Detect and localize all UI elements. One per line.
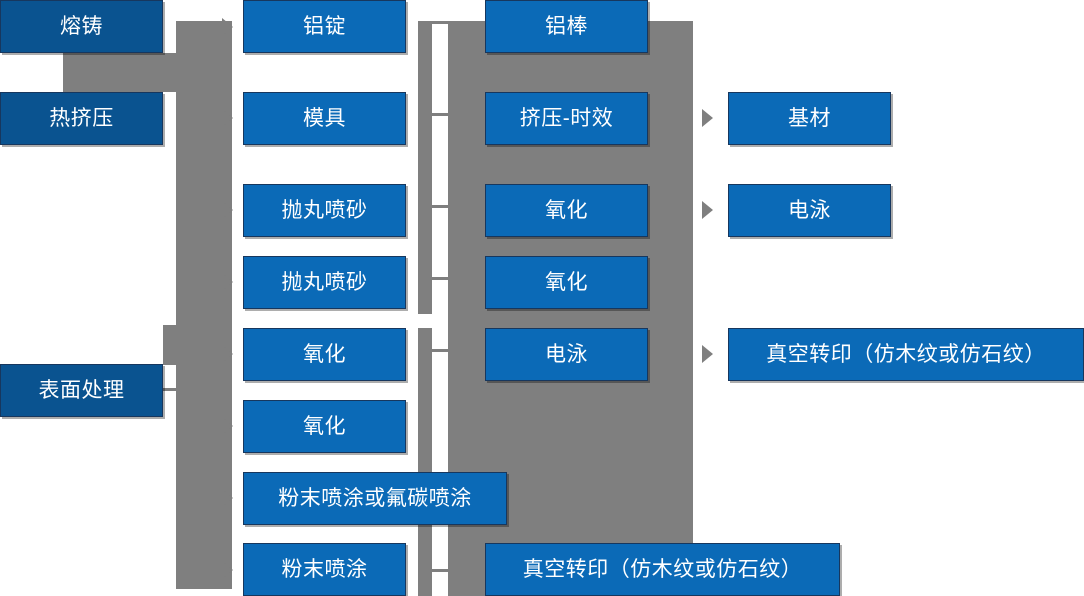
node-label: 粉末喷涂或氟碳喷涂 bbox=[278, 486, 472, 510]
connector-process-bus-lower bbox=[418, 328, 432, 596]
node-label: 真空转印（仿木纹或仿石纹） bbox=[766, 342, 1046, 366]
arrow-to-yanghua-2 bbox=[222, 417, 233, 435]
node-label: 表面处理 bbox=[38, 378, 125, 402]
node-rejiya[interactable]: 热挤压 bbox=[0, 92, 163, 145]
arrow-to-zhenkong-2 bbox=[702, 345, 713, 363]
arrow-to-ludeng bbox=[222, 18, 233, 36]
node-fenmo-penatu[interactable]: 粉末喷涂 bbox=[243, 543, 406, 596]
connector-tick-1 bbox=[432, 21, 449, 24]
node-label: 粉末喷涂 bbox=[281, 557, 368, 581]
node-label: 抛丸喷砂 bbox=[281, 270, 368, 294]
connector-tick-4 bbox=[432, 277, 449, 280]
node-ludeng[interactable]: 铝锭 bbox=[243, 0, 406, 53]
connector-process-bus bbox=[418, 21, 432, 314]
node-lubang[interactable]: 铝棒 bbox=[485, 0, 648, 53]
node-dianyong-c4[interactable]: 电泳 bbox=[728, 184, 891, 237]
arrow-to-fenmo-2 bbox=[222, 561, 233, 579]
node-label: 熔铸 bbox=[60, 14, 103, 38]
node-yanghua-c3-2[interactable]: 氧化 bbox=[485, 256, 648, 309]
node-label: 抛丸喷砂 bbox=[281, 198, 368, 222]
node-jicai[interactable]: 基材 bbox=[728, 92, 891, 145]
node-rongzhu[interactable]: 熔铸 bbox=[0, 0, 163, 53]
arrow-to-jicai bbox=[702, 109, 713, 127]
node-yanghua-c3-1[interactable]: 氧化 bbox=[485, 184, 648, 237]
node-biaomian[interactable]: 表面处理 bbox=[0, 364, 163, 417]
arrow-to-muju bbox=[222, 109, 233, 127]
node-label: 氧化 bbox=[545, 198, 588, 222]
connector-tick-3 bbox=[432, 205, 449, 208]
node-label: 氧化 bbox=[545, 270, 588, 294]
node-yanghua-c2-2[interactable]: 氧化 bbox=[243, 400, 406, 453]
node-label: 电泳 bbox=[545, 342, 588, 366]
node-zhenkong-zhuanyin-c3[interactable]: 真空转印（仿木纹或仿石纹） bbox=[485, 543, 840, 596]
node-label: 热挤压 bbox=[49, 106, 114, 130]
node-dianyong-c3[interactable]: 电泳 bbox=[485, 328, 648, 381]
arrow-to-paowan-1 bbox=[222, 201, 233, 219]
node-label: 铝棒 bbox=[545, 14, 588, 38]
node-paowan-penasha-2[interactable]: 抛丸喷砂 bbox=[243, 256, 406, 309]
node-muju[interactable]: 模具 bbox=[243, 92, 406, 145]
arrow-to-yanghua-1 bbox=[222, 345, 233, 363]
node-paowan-penasha-1[interactable]: 抛丸喷砂 bbox=[243, 184, 406, 237]
node-fenmo-huotan-penatu[interactable]: 粉末喷涂或氟碳喷涂 bbox=[243, 472, 507, 525]
connector-stage-spur-bottom bbox=[163, 325, 193, 365]
node-label: 模具 bbox=[303, 106, 346, 130]
node-label: 真空转印（仿木纹或仿石纹） bbox=[522, 557, 803, 581]
node-label: 挤压-时效 bbox=[519, 106, 614, 130]
connector-tick-5 bbox=[432, 349, 449, 352]
connector-arrow-down-rejiya bbox=[63, 82, 81, 93]
node-label: 基材 bbox=[788, 106, 831, 130]
arrow-to-fenmo-1 bbox=[222, 489, 233, 507]
node-label: 氧化 bbox=[303, 414, 346, 438]
arrow-to-dianyong-2 bbox=[702, 201, 713, 219]
arrow-to-paowan-2 bbox=[222, 273, 233, 291]
node-label: 铝锭 bbox=[303, 14, 346, 38]
connector-tick-6 bbox=[432, 569, 449, 572]
node-label: 电泳 bbox=[788, 198, 831, 222]
connector-stage-spur-top bbox=[63, 53, 183, 92]
node-zhenkong-zhuanyin-c4[interactable]: 真空转印（仿木纹或仿石纹） bbox=[728, 328, 1084, 381]
node-yanghua-c2-1[interactable]: 氧化 bbox=[243, 328, 406, 381]
node-jiya-shixiao[interactable]: 挤压-时效 bbox=[485, 92, 648, 145]
connector-tick-2 bbox=[432, 113, 449, 116]
node-label: 氧化 bbox=[303, 342, 346, 366]
connector-biaomian-stub bbox=[160, 388, 188, 391]
